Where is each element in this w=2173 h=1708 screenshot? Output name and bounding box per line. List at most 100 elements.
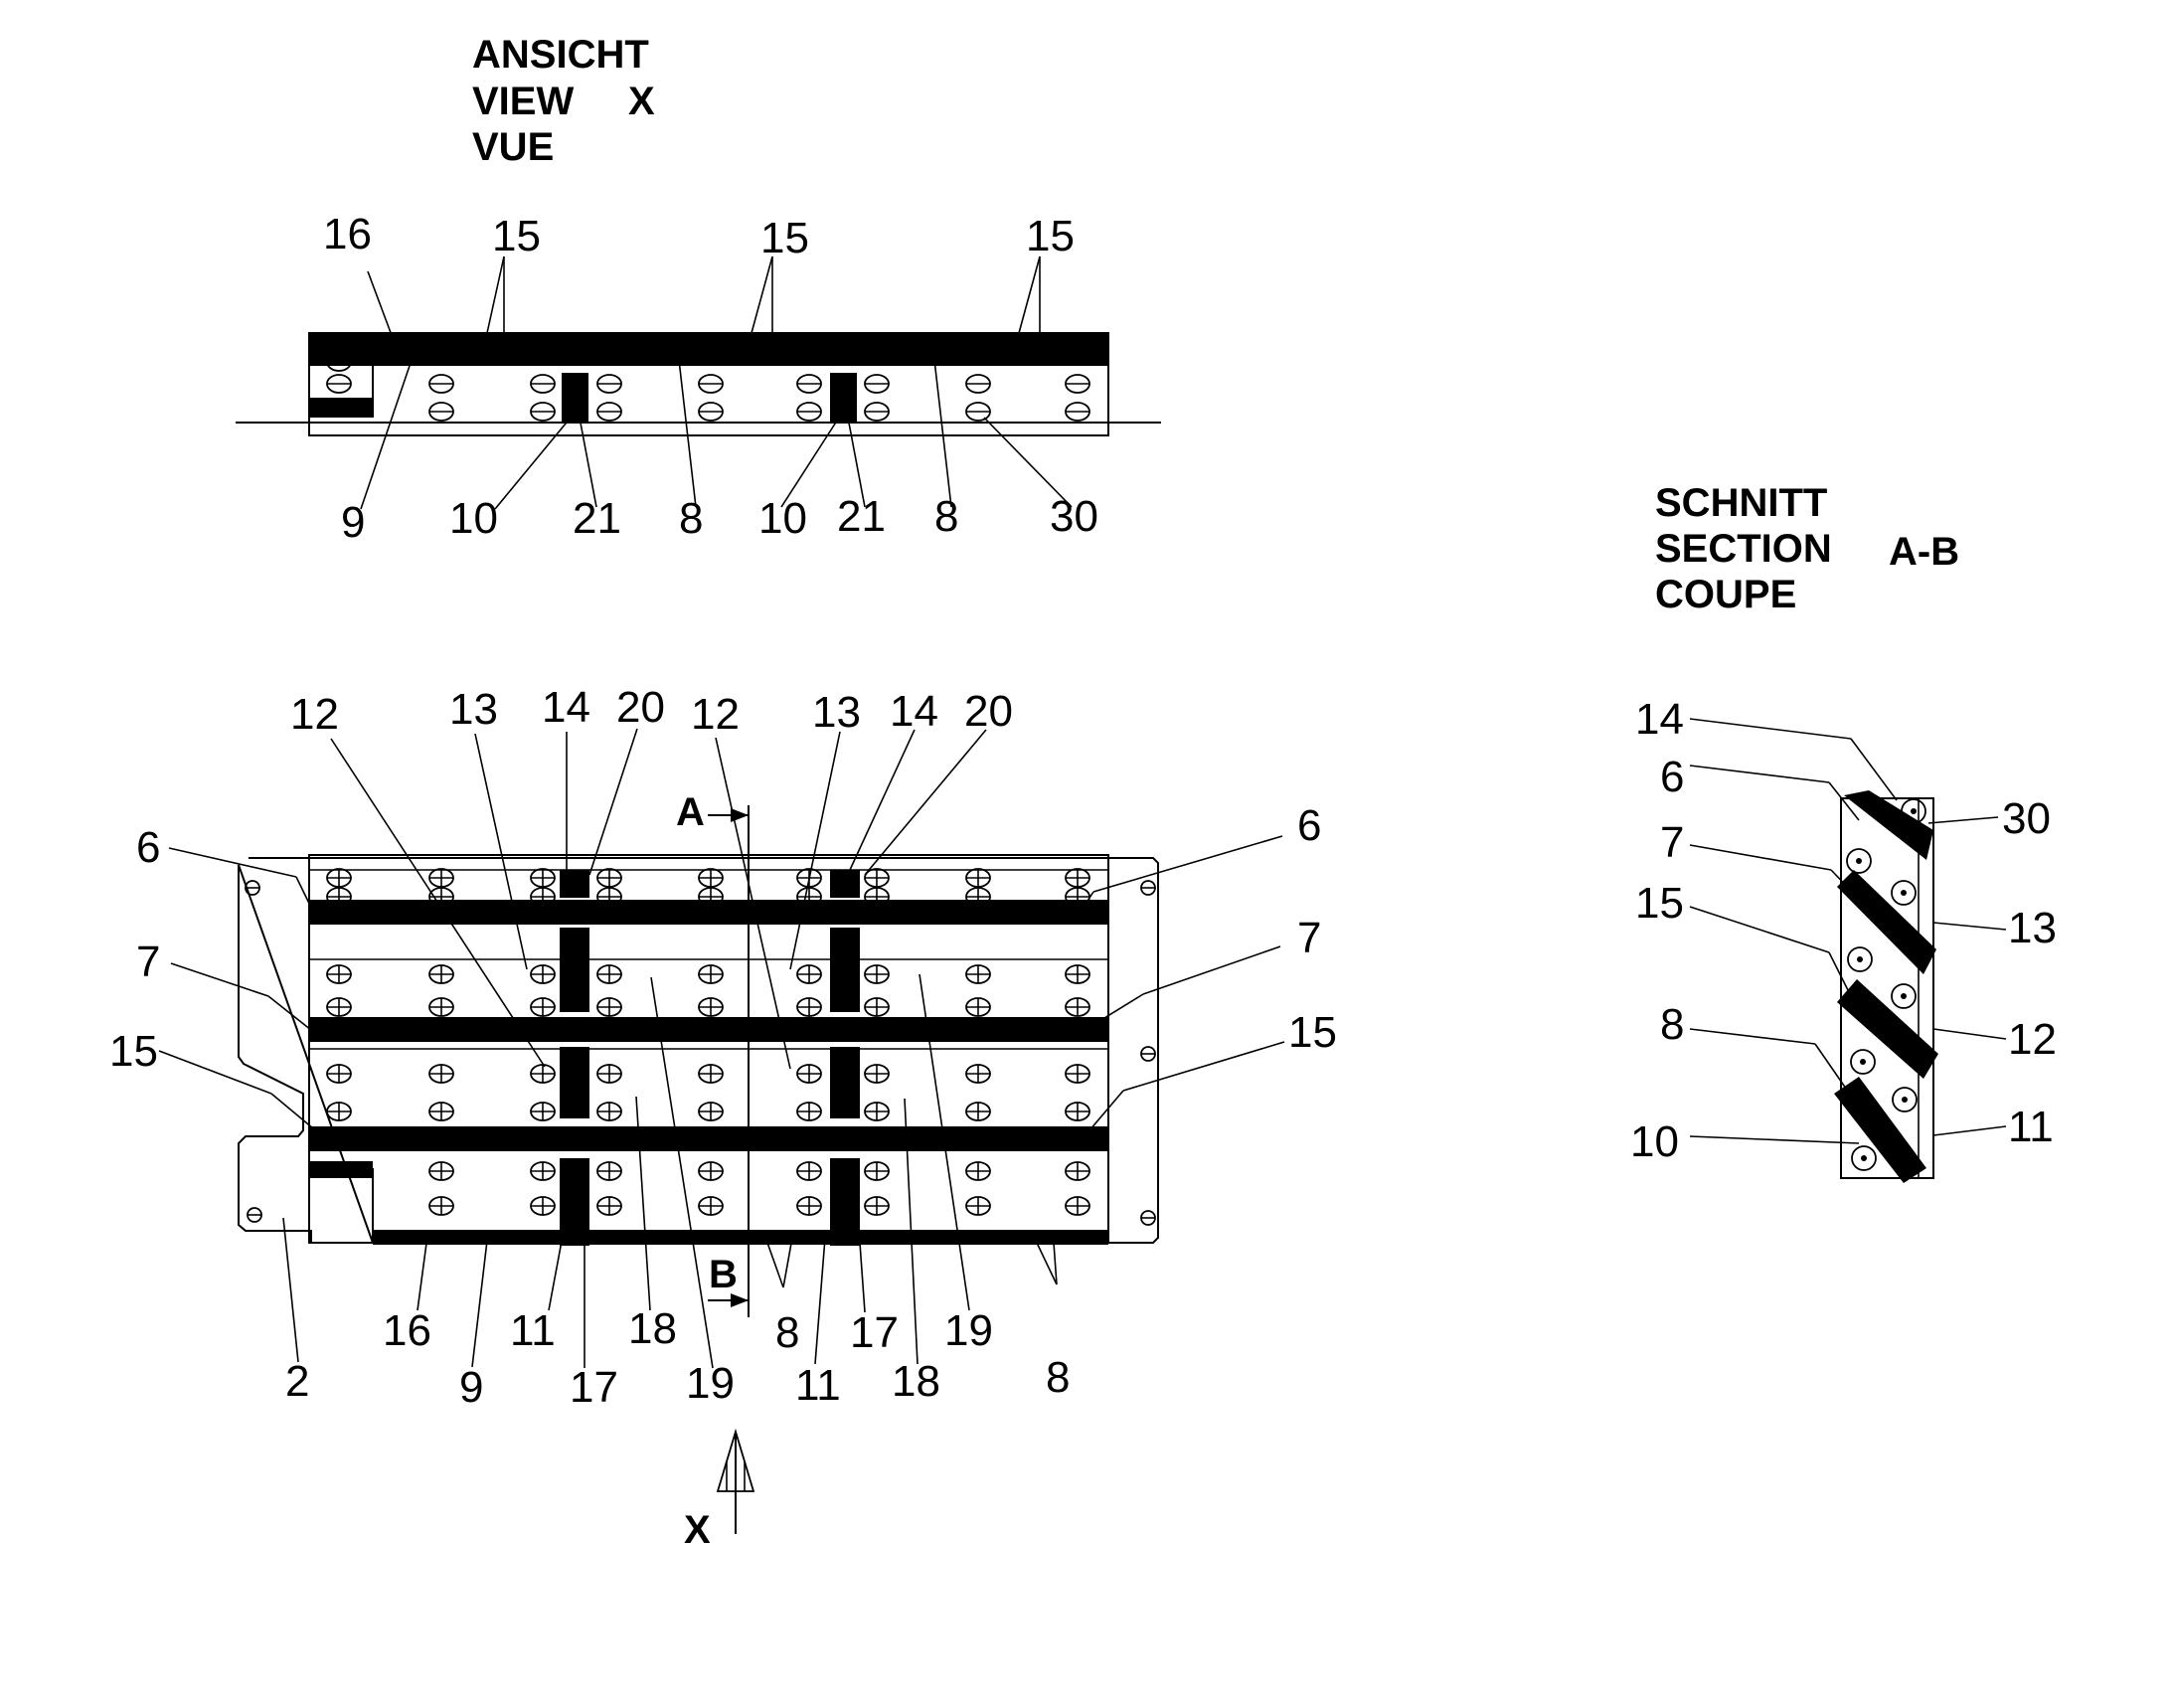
fastener-icon <box>864 1064 890 1084</box>
callout-8: 8 <box>775 1308 799 1357</box>
callout-7: 7 <box>1660 818 1684 867</box>
view-x-title-line2: VIEW <box>472 80 574 123</box>
fastener-icon <box>864 1102 890 1121</box>
fastener-icon <box>428 868 454 888</box>
callout-15: 15 <box>1635 879 1684 928</box>
mounting-hole-icon <box>247 1207 262 1223</box>
fastener-icon <box>428 1102 454 1121</box>
view-x-title: ANSICHT VIEW VUE X <box>472 33 655 169</box>
fastener-icon <box>326 997 352 1017</box>
fastener-icon <box>796 1102 822 1121</box>
plan-leaders <box>158 728 1285 1369</box>
hex-bolt-icon <box>1892 1087 1918 1112</box>
section-line-ab: A B <box>676 790 750 1317</box>
hex-bolt-icon <box>1847 946 1873 972</box>
callout-14: 14 <box>542 683 590 732</box>
fastener-icon <box>596 997 622 1017</box>
callout-8: 8 <box>679 494 703 543</box>
joint-block-1 <box>562 373 588 423</box>
callout-13: 13 <box>812 688 861 737</box>
section-title-line3: COUPE <box>1655 573 1796 616</box>
callout-13: 13 <box>449 685 498 734</box>
fastener-icon <box>596 374 622 422</box>
fastener-icon <box>326 352 352 394</box>
fastener-icon <box>428 997 454 1017</box>
fastener-icon <box>864 1161 890 1181</box>
section-title: SCHNITT SECTION COUPE A-B <box>1655 481 1959 616</box>
fastener-icon <box>596 1161 622 1181</box>
fastener-icon <box>596 868 622 888</box>
fastener-icon <box>965 887 991 907</box>
plan-view: A B X <box>109 683 1337 1552</box>
rail-9 <box>373 1230 1108 1245</box>
fastener-icon <box>530 1064 556 1084</box>
section-bar-14 <box>1844 790 1933 860</box>
arrow-a-head <box>731 808 749 822</box>
fastener-icon <box>864 1196 890 1216</box>
view-x-tag: X <box>628 80 655 123</box>
callout-11: 11 <box>510 1306 556 1355</box>
fastener-icon <box>1065 1102 1090 1121</box>
hex-bolt-icon <box>1850 1049 1876 1075</box>
view-x-title-line1: ANSICHT <box>472 33 649 77</box>
fastener-icon <box>965 374 991 422</box>
fastener-icon <box>698 1102 724 1121</box>
fastener-icon <box>965 868 991 888</box>
joint-11 <box>830 1158 860 1246</box>
fastener-icon <box>428 374 454 422</box>
fastener-icon <box>1065 997 1090 1017</box>
fastener-icon <box>530 1161 556 1181</box>
callout-19: 19 <box>686 1359 735 1408</box>
fastener-icon <box>530 997 556 1017</box>
fastener-icon <box>965 1161 991 1181</box>
callout-14: 14 <box>1635 695 1684 744</box>
fastener-icon <box>864 868 890 888</box>
callout-7: 7 <box>136 938 160 986</box>
callout-17: 17 <box>570 1363 618 1412</box>
view-x-callouts: 16 15 15 15 9 10 21 8 10 21 8 30 <box>323 210 1098 547</box>
marker-b: B <box>709 1253 738 1296</box>
callout-10: 10 <box>1630 1117 1679 1166</box>
fastener-icon <box>796 997 822 1017</box>
arrow-b-head <box>731 1293 749 1307</box>
fastener-icon <box>965 1064 991 1084</box>
view-x-drawing: 16 15 15 15 9 10 21 8 10 21 8 30 <box>236 210 1161 547</box>
fastener-icon <box>530 868 556 888</box>
fastener-icon <box>698 887 724 907</box>
callout-15: 15 <box>492 212 541 260</box>
fastener-icon <box>1065 1196 1090 1216</box>
fastener-icon <box>530 887 556 907</box>
marker-x: X <box>684 1508 711 1552</box>
fastener-icon <box>965 997 991 1017</box>
callout-15: 15 <box>109 1027 158 1076</box>
callout-9: 9 <box>459 1363 483 1412</box>
fastener-icon <box>698 868 724 888</box>
fastener-icon <box>530 374 556 422</box>
fastener-icon <box>698 1161 724 1181</box>
callout-30: 30 <box>2002 794 2051 843</box>
mounting-hole-icon <box>245 880 260 896</box>
joint-13 <box>560 928 589 1012</box>
callout-21: 21 <box>837 492 886 541</box>
fastener-icon <box>326 1064 352 1084</box>
hex-bolt-icon <box>1851 1145 1877 1171</box>
callout-11: 11 <box>795 1361 841 1410</box>
fastener-icon <box>1065 374 1090 422</box>
fastener-icon <box>796 1064 822 1084</box>
view-arrow-x: X <box>684 1428 755 1552</box>
mounting-hole-icon <box>1140 1046 1156 1062</box>
mounting-hole-icon <box>1140 880 1156 896</box>
callout-7: 7 <box>1297 914 1321 962</box>
fastener-icon <box>326 868 352 888</box>
callout-20: 20 <box>616 683 665 732</box>
callout-2: 2 <box>285 1357 309 1406</box>
callout-10: 10 <box>449 494 498 543</box>
callout-10: 10 <box>758 494 807 543</box>
fastener-icon <box>326 887 352 907</box>
fastener-icon <box>965 964 991 984</box>
section-fasteners <box>1846 798 1926 1171</box>
joint-12 <box>560 1047 589 1118</box>
fastener-icon <box>796 1161 822 1181</box>
top-rail <box>309 333 1108 366</box>
